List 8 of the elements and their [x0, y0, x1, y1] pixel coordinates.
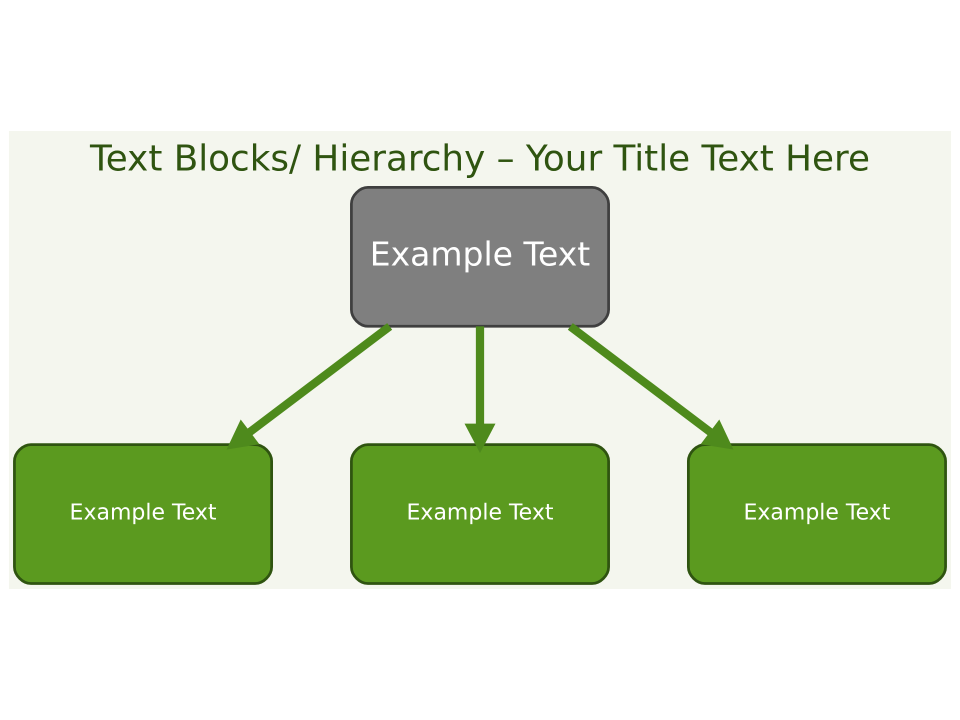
arrow [568, 323, 734, 450]
node-box: Example Text [350, 443, 610, 585]
arrow [226, 323, 392, 450]
node-box: Example Text [687, 443, 947, 585]
arrow [464, 326, 496, 454]
node-box: Example Text [13, 443, 273, 585]
node-box: Example Text [350, 186, 610, 328]
diagram-title: Text Blocks/ Hierarchy – Your Title Text Here [90, 138, 870, 180]
